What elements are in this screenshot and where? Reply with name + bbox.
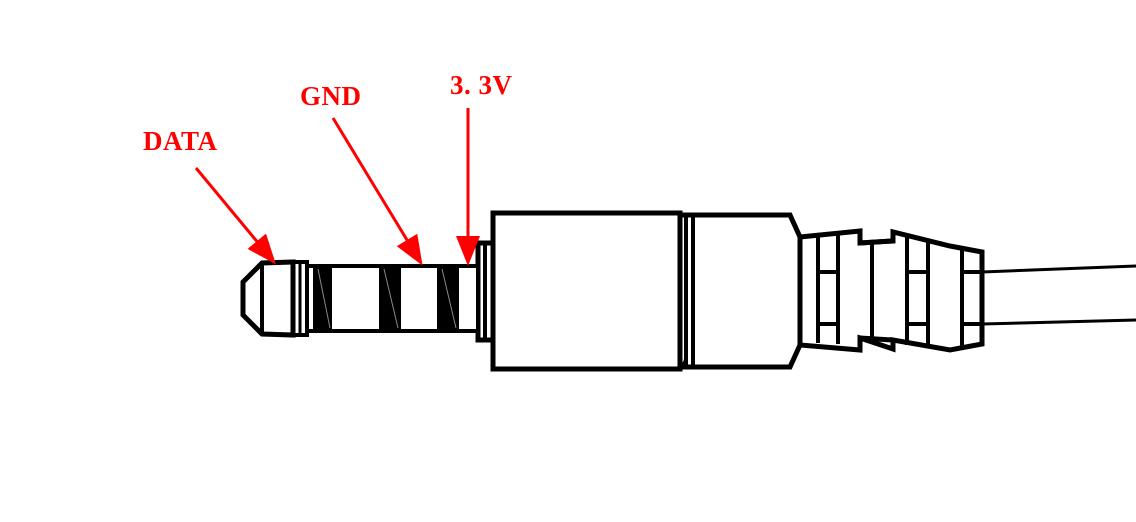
- annotation-arrows: [194, 108, 480, 266]
- housing-rear: [677, 212, 803, 370]
- insulator-ring-3: [437, 267, 459, 330]
- strain-relief: [797, 228, 985, 353]
- cable: [981, 264, 1136, 326]
- insulator-ring-2: [379, 267, 401, 330]
- arrow-gnd: [331, 117, 423, 266]
- label-gnd: GND: [300, 81, 362, 111]
- annotation-labels: DATA GND 3. 3V: [143, 70, 513, 156]
- label-data: DATA: [143, 126, 218, 156]
- plug-tip: [240, 259, 296, 338]
- contact-bands: [307, 264, 478, 333]
- label-vcc: 3. 3V: [450, 70, 513, 100]
- arrow-data: [194, 167, 276, 265]
- housing-main: [490, 210, 683, 372]
- ring-hairlines: [317, 268, 457, 329]
- insulator-ring-1: [313, 267, 332, 330]
